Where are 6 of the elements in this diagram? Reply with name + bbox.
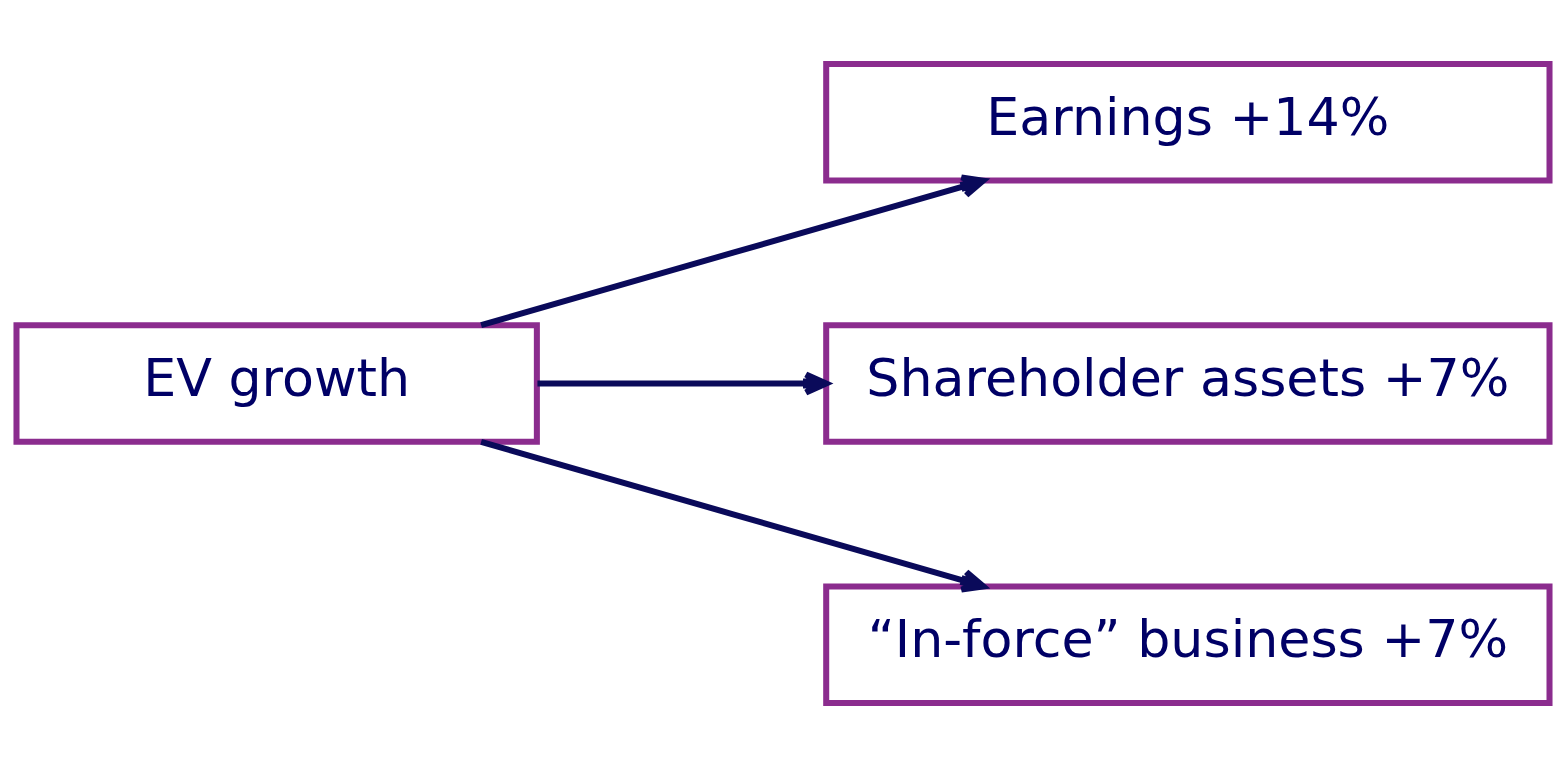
arrow bbox=[480, 174, 987, 328]
arrow bbox=[480, 438, 987, 592]
node-box: “In-force” business +7% bbox=[823, 582, 1553, 706]
node-box: Earnings +14% bbox=[823, 60, 1553, 184]
node-box: Shareholder assets +7% bbox=[823, 321, 1553, 445]
node-box: EV growth bbox=[13, 321, 540, 445]
